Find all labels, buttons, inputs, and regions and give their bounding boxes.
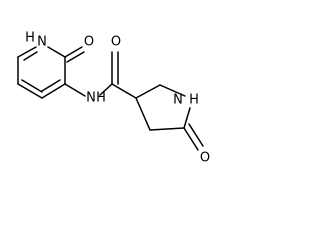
atom-n-lactam: N	[173, 93, 183, 108]
bond-n1p-c5p	[183, 107, 191, 129]
bond-n1-c2	[47, 46, 66, 58]
bond-c2-o1-double	[66, 51, 85, 63]
atom-h-amide: H	[96, 91, 106, 106]
molecule-diagram: H N O N H O H N O	[17, 31, 210, 166]
atom-n-amide: N	[86, 91, 96, 106]
bond-c3p-c2p	[135, 84, 161, 99]
bond-c3-n-amide	[64, 83, 86, 97]
bond-c3-c4	[41, 83, 66, 99]
atom-n1: N	[37, 35, 47, 50]
atom-n1-h: H	[25, 31, 35, 46]
bond-c6-n1	[17, 46, 37, 58]
bond-c5p-o	[183, 127, 199, 151]
bond-c2p-n1p	[159, 84, 186, 97]
atom-o1: O	[84, 35, 94, 50]
bond-c4p-c3p	[135, 97, 151, 131]
bond-c2-o1	[64, 46, 83, 58]
bond-c3-c4-inner	[41, 79, 61, 92]
structure-canvas: H N O N H O H N O	[17, 31, 210, 166]
bond-n-amide-c	[99, 83, 113, 96]
bond-c5p-c4p	[149, 127, 185, 131]
bond-c5p-o-double	[188, 123, 204, 147]
atom-o-amide: O	[111, 35, 121, 50]
bond-c4-c5	[17, 83, 43, 99]
bond-c4-c5-inner	[21, 79, 43, 93]
atom-o-lactam: O	[200, 151, 210, 166]
atom-h-lactam: H	[189, 93, 199, 108]
bond-c-amide-c3p	[111, 83, 137, 99]
bond-c6-n1-inner	[23, 51, 38, 61]
